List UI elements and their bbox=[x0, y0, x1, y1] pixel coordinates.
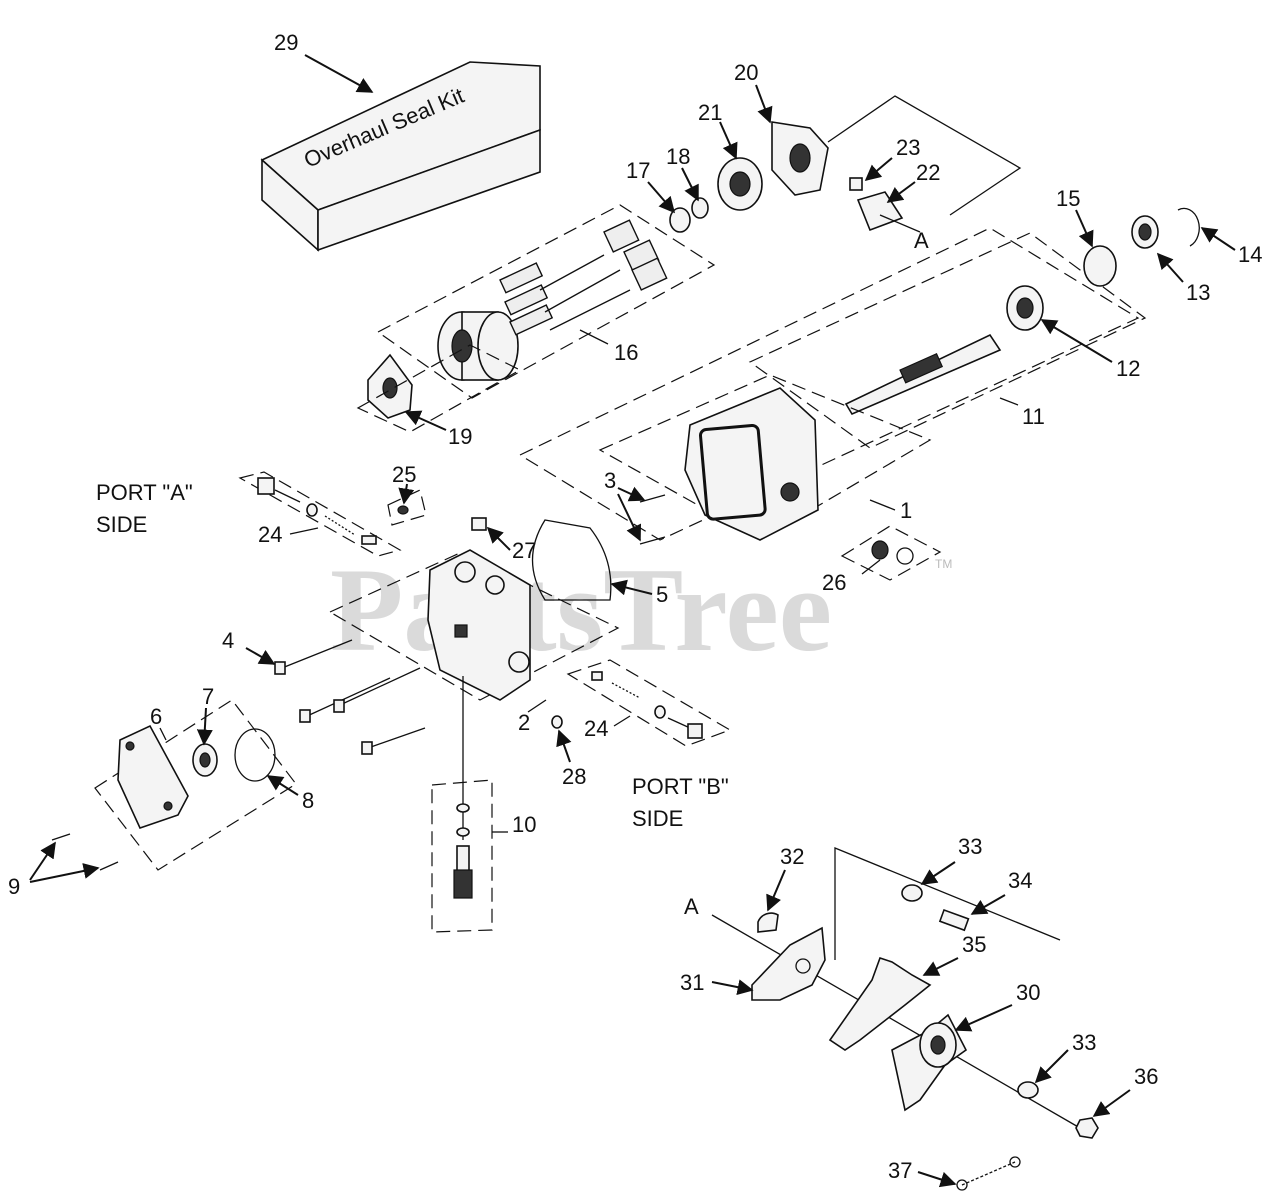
ref-a-top: A bbox=[914, 228, 929, 253]
callout-8: 8 bbox=[302, 788, 314, 813]
callout-26: 26 bbox=[822, 570, 846, 595]
callout-10: 10 bbox=[512, 812, 536, 837]
gasket-5 bbox=[531, 519, 612, 601]
bearing-21 bbox=[717, 157, 763, 211]
callout-24-a: 24 bbox=[258, 522, 282, 547]
dowel-pins-3 bbox=[639, 494, 666, 545]
callout-16: 16 bbox=[614, 340, 638, 365]
callout-21: 21 bbox=[698, 100, 722, 125]
callout-2: 2 bbox=[518, 710, 530, 735]
callout-5: 5 bbox=[656, 582, 668, 607]
shaft-seal-parts bbox=[669, 197, 709, 233]
callout-37: 37 bbox=[888, 1158, 912, 1183]
screws-9 bbox=[51, 833, 119, 871]
relief-valve-24-b bbox=[566, 659, 732, 747]
pump-housing-1 bbox=[598, 374, 932, 541]
overhaul-seal-kit-box: Overhaul Seal Kit bbox=[260, 61, 541, 252]
callout-31: 31 bbox=[680, 970, 704, 995]
port-b-line2: SIDE bbox=[632, 806, 683, 831]
callout-30: 30 bbox=[1016, 980, 1040, 1005]
charge-pump-cover-6 bbox=[94, 699, 297, 871]
plug-26 bbox=[840, 525, 942, 581]
port-a-line2: SIDE bbox=[96, 512, 147, 537]
plug-27 bbox=[471, 517, 487, 531]
o-ring-8 bbox=[234, 728, 276, 782]
plug-25 bbox=[387, 489, 427, 526]
swashplate-20 bbox=[771, 95, 1022, 216]
control-linkage-group bbox=[711, 847, 1099, 1191]
bearing-13 bbox=[1131, 215, 1159, 249]
watermark: PartsTree TM bbox=[330, 543, 952, 676]
callout-33-bottom: 33 bbox=[1072, 1030, 1096, 1055]
drive-shaft-11 bbox=[844, 333, 1002, 416]
bearing-12 bbox=[1006, 285, 1044, 331]
callout-20: 20 bbox=[734, 60, 758, 85]
callout-22: 22 bbox=[916, 160, 940, 185]
callout-23: 23 bbox=[896, 135, 920, 160]
callout-9: 9 bbox=[8, 874, 20, 899]
callout-34: 34 bbox=[1008, 868, 1032, 893]
ref-a-bottom: A bbox=[684, 894, 699, 919]
callout-27: 27 bbox=[512, 538, 536, 563]
callout-25: 25 bbox=[392, 462, 416, 487]
bolts-4 bbox=[274, 639, 426, 755]
callout-11: 11 bbox=[1022, 404, 1045, 429]
relief-valve-24-a bbox=[238, 471, 402, 557]
gerotor-7 bbox=[192, 743, 218, 777]
callout-6: 6 bbox=[150, 704, 162, 729]
callout-28: 28 bbox=[562, 764, 586, 789]
center-section-2 bbox=[328, 549, 620, 701]
thrust-plate bbox=[356, 344, 522, 433]
callout-1: 1 bbox=[900, 498, 912, 523]
callout-13: 13 bbox=[1186, 280, 1210, 305]
bypass-valve-10 bbox=[431, 676, 493, 933]
callout-35: 35 bbox=[962, 932, 986, 957]
shaft-axis-lines bbox=[518, 227, 1147, 541]
retaining-ring-14 bbox=[1177, 207, 1200, 247]
callout-29: 29 bbox=[274, 30, 298, 55]
plug-28 bbox=[551, 715, 563, 729]
callout-18: 18 bbox=[666, 144, 690, 169]
callout-19: 19 bbox=[448, 424, 472, 449]
callout-15: 15 bbox=[1056, 186, 1080, 211]
callout-3: 3 bbox=[604, 468, 616, 493]
callout-33-top: 33 bbox=[958, 834, 982, 859]
callout-4: 4 bbox=[222, 628, 234, 653]
callout-17: 17 bbox=[626, 158, 650, 183]
port-a-line1: PORT "A" bbox=[96, 480, 193, 505]
callout-24-b: 24 bbox=[584, 716, 608, 741]
callout-36: 36 bbox=[1134, 1064, 1158, 1089]
callout-labels: 29 20 21 17 18 23 22 A 15 14 13 12 11 16… bbox=[8, 30, 1262, 1183]
callout-12: 12 bbox=[1116, 356, 1140, 381]
callout-7: 7 bbox=[202, 684, 214, 709]
cylinder-block-group bbox=[376, 204, 716, 399]
callout-arrows bbox=[29, 54, 1236, 1188]
callout-14: 14 bbox=[1238, 242, 1262, 267]
port-b-line1: PORT "B" bbox=[632, 774, 729, 799]
callout-32: 32 bbox=[780, 844, 804, 869]
o-ring-15 bbox=[1083, 245, 1117, 287]
svg-text:TM: TM bbox=[935, 557, 952, 571]
